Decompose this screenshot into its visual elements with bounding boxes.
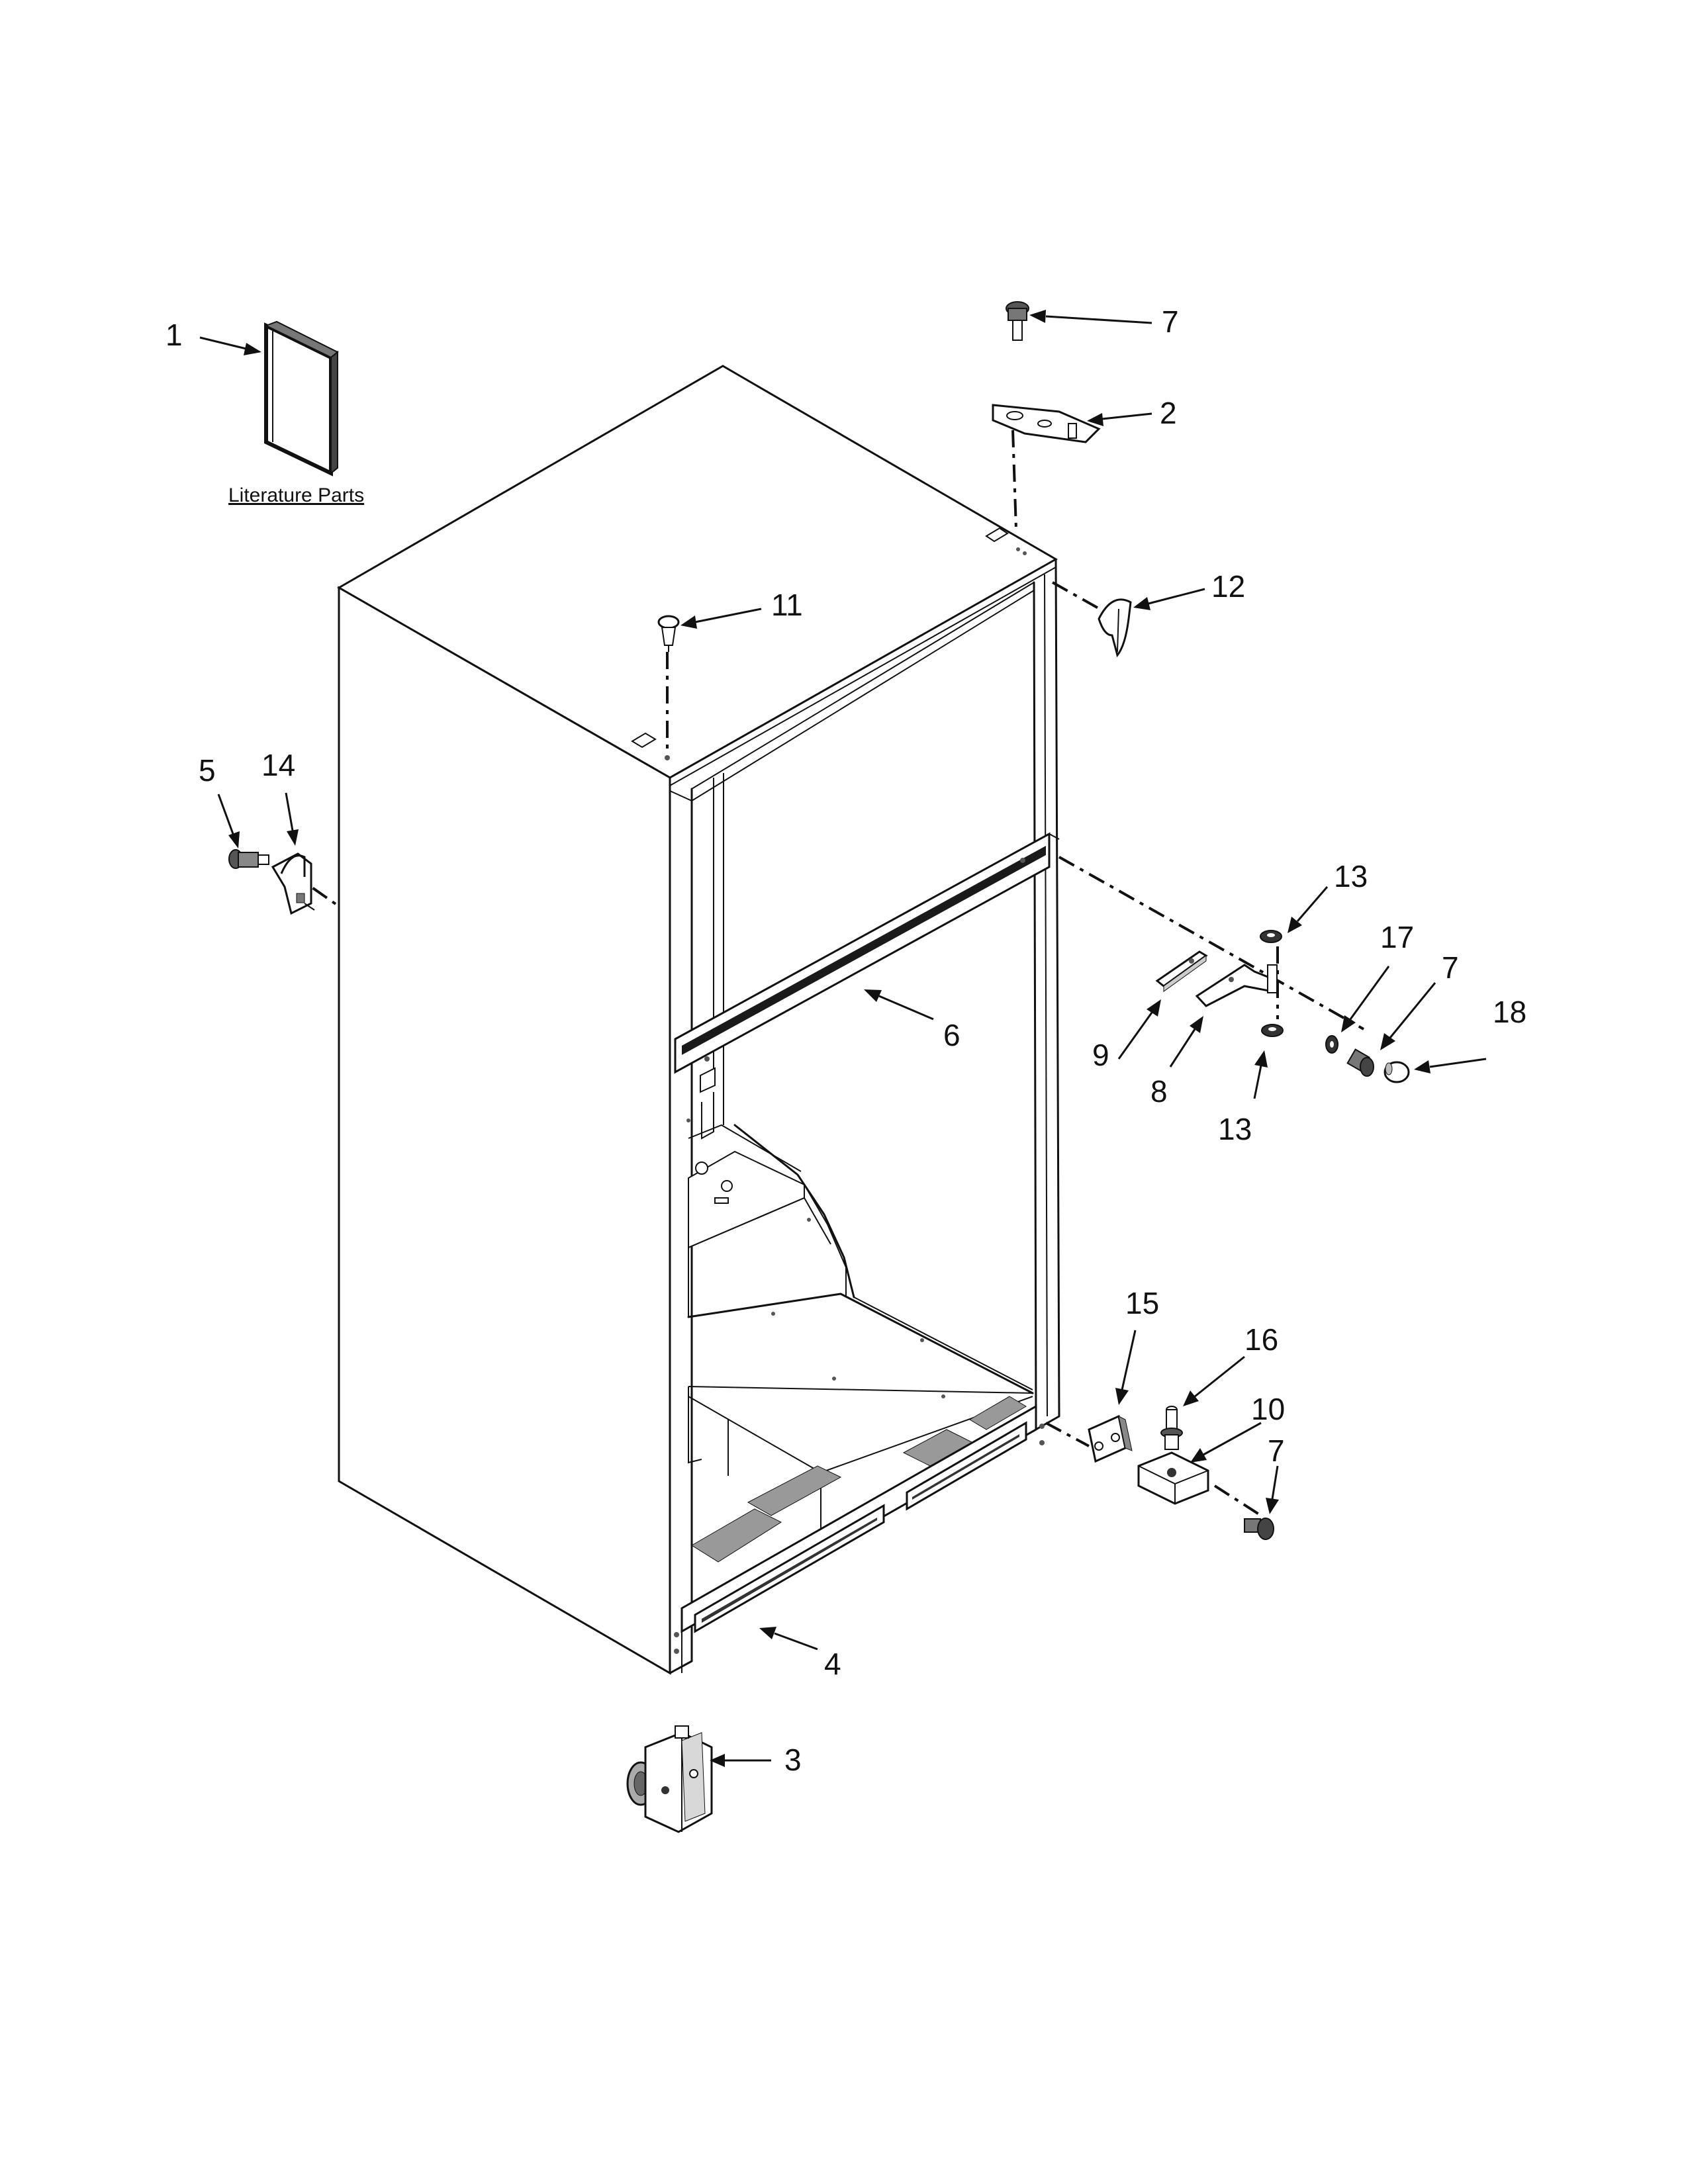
hinge-washer-bottom bbox=[1261, 1024, 1284, 1037]
callout-10: 10 bbox=[1251, 1392, 1285, 1426]
leveling-leg bbox=[626, 1725, 713, 1833]
callout-2: 2 bbox=[1160, 396, 1177, 430]
hinge-cover bbox=[1098, 598, 1132, 658]
door-stop-screw bbox=[228, 849, 269, 869]
assembly-line-hinge-top bbox=[1011, 430, 1017, 530]
callout-18: 18 bbox=[1493, 995, 1526, 1029]
callout-12: 12 bbox=[1211, 569, 1245, 604]
bottom-hinge-pin bbox=[1160, 1406, 1183, 1450]
callout-4: 4 bbox=[824, 1647, 841, 1681]
hinge-screw-center bbox=[1346, 1048, 1374, 1077]
callout-7-center: 7 bbox=[1442, 950, 1459, 985]
hinge-washer-top bbox=[1260, 930, 1282, 943]
callout-11: 11 bbox=[771, 588, 803, 622]
assembly-line-cover bbox=[1052, 581, 1106, 614]
callout-17: 17 bbox=[1380, 920, 1414, 954]
callout-5: 5 bbox=[199, 753, 216, 788]
hinge-spacer-bottom bbox=[1088, 1414, 1133, 1463]
callout-7-bottom: 7 bbox=[1268, 1433, 1285, 1468]
callout-15: 15 bbox=[1125, 1286, 1159, 1320]
callout-3: 3 bbox=[784, 1743, 802, 1777]
callout-1: 1 bbox=[165, 318, 183, 352]
top-hinge bbox=[992, 404, 1101, 443]
callout-9: 9 bbox=[1092, 1038, 1109, 1072]
callout-13-bottom: 13 bbox=[1218, 1112, 1252, 1146]
bottom-hinge bbox=[1137, 1451, 1209, 1505]
cabinet bbox=[336, 365, 1060, 1675]
callout-13-top: 13 bbox=[1334, 859, 1368, 893]
callout-16: 16 bbox=[1244, 1322, 1278, 1357]
center-hinge bbox=[1195, 964, 1278, 1007]
hinge-screw-cap bbox=[1383, 1061, 1410, 1083]
callout-14: 14 bbox=[261, 748, 295, 782]
assembly-line-bottom-screw bbox=[1213, 1484, 1262, 1517]
hinge-screw-top bbox=[1006, 301, 1029, 341]
plug-button bbox=[657, 615, 680, 652]
assembly-line-center-hinge bbox=[1058, 856, 1364, 1030]
leader-lines bbox=[199, 310, 1487, 1767]
literature-booklet bbox=[264, 320, 339, 477]
hinge-spacer bbox=[1325, 1035, 1338, 1054]
assembly-line-bottom-hinge bbox=[1045, 1422, 1090, 1447]
center-hinge-shim bbox=[1155, 950, 1208, 992]
hinge-screw-bottom bbox=[1244, 1518, 1274, 1540]
callout-7-top: 7 bbox=[1162, 304, 1179, 339]
door-stop bbox=[271, 852, 315, 915]
literature-parts-label: Literature Parts bbox=[228, 484, 364, 506]
callout-8: 8 bbox=[1150, 1074, 1168, 1109]
callout-6: 6 bbox=[943, 1018, 961, 1052]
